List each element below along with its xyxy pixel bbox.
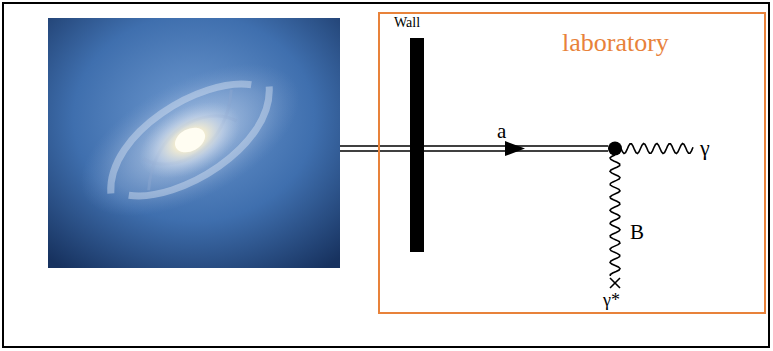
virtual-photon-label: γ* bbox=[603, 290, 620, 311]
cross-mark bbox=[610, 278, 620, 288]
box-title: laboratory bbox=[562, 28, 669, 58]
magnetic-field-line bbox=[610, 155, 620, 276]
wall-label: Wall bbox=[394, 15, 420, 31]
wall-bar bbox=[410, 38, 424, 252]
photon-label: γ bbox=[700, 135, 710, 160]
outer-frame bbox=[3, 3, 769, 347]
galaxy-image bbox=[48, 18, 340, 268]
vertex-dot bbox=[608, 142, 622, 156]
axion-line bbox=[340, 141, 608, 156]
laboratory-box: laboratory bbox=[378, 12, 766, 314]
field-label: B bbox=[630, 220, 644, 244]
photon-line bbox=[621, 144, 693, 154]
particle-label: a bbox=[497, 119, 506, 143]
